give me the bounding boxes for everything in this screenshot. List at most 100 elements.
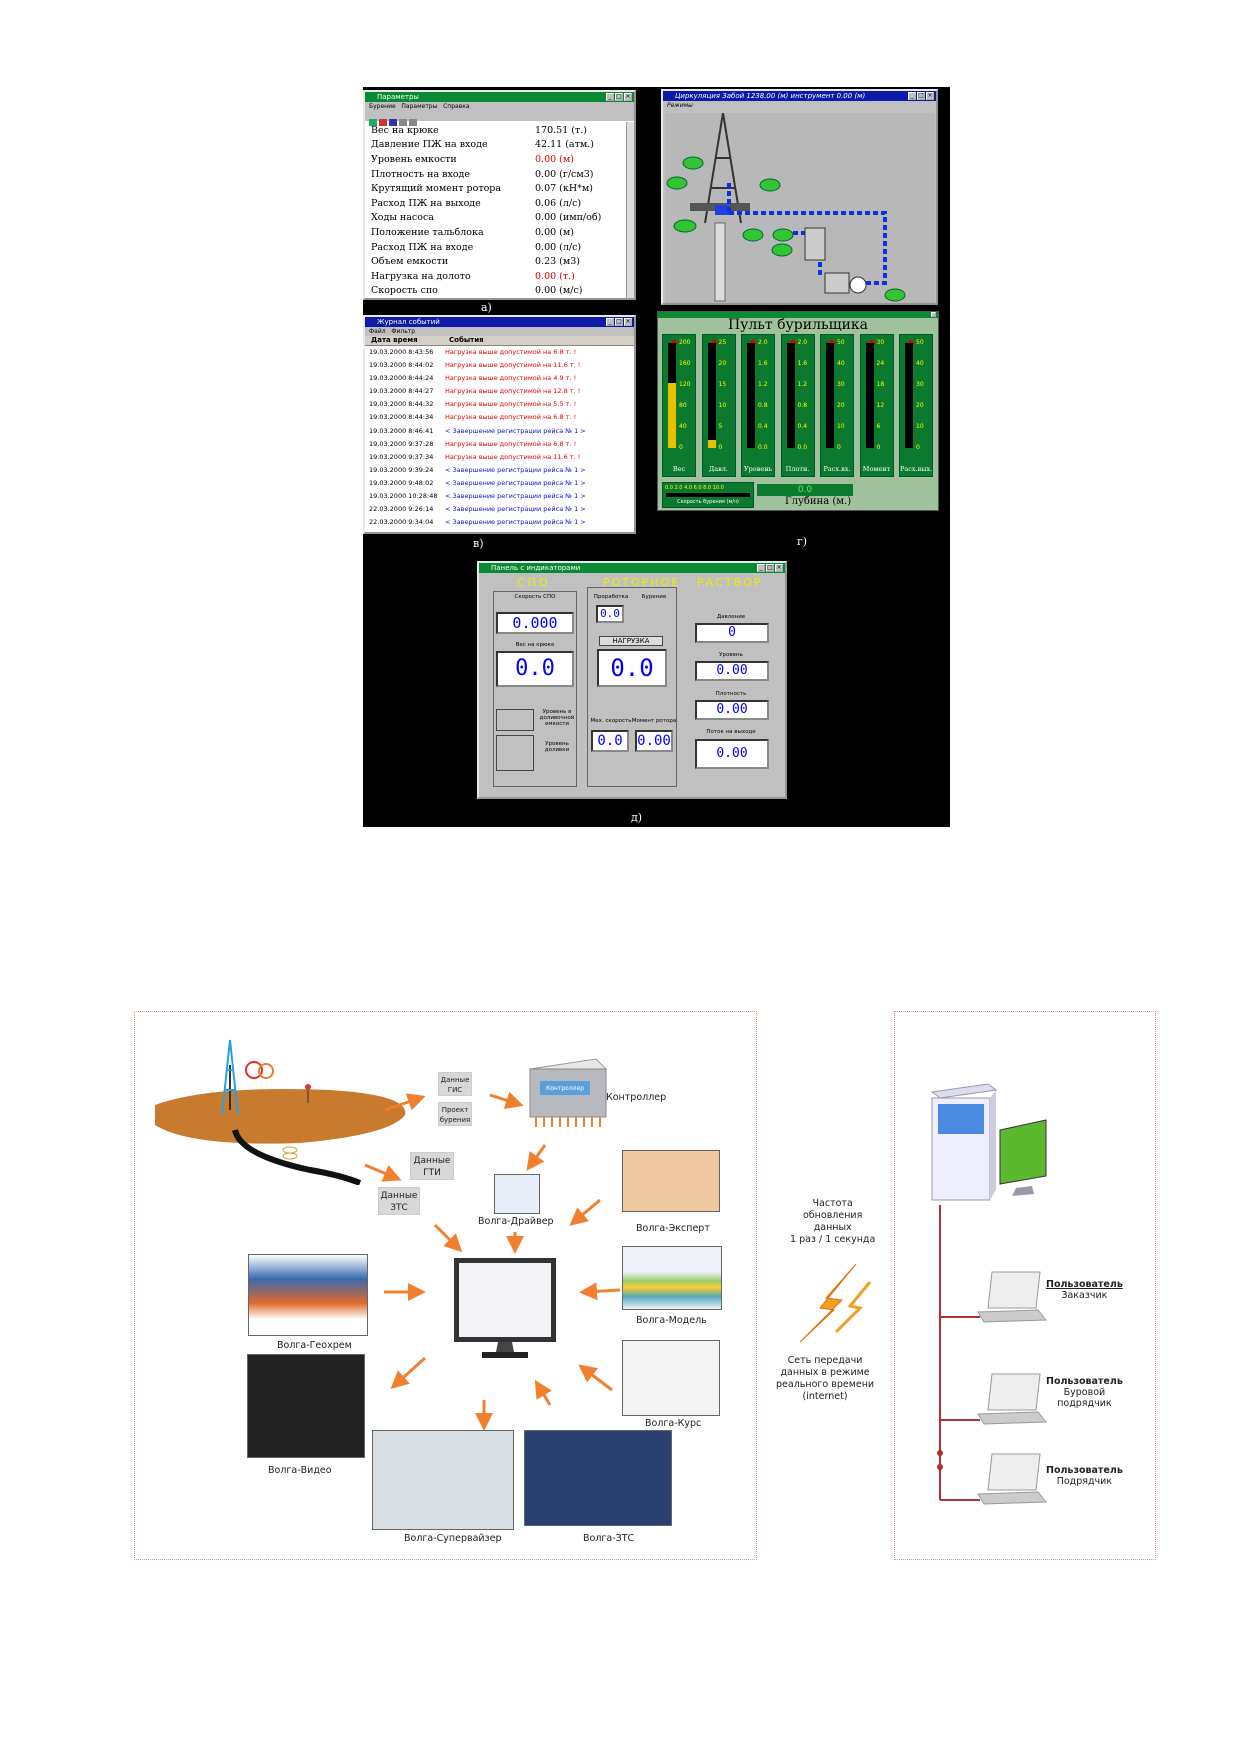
menu-help[interactable]: Справка <box>443 103 470 110</box>
tool-icon[interactable] <box>399 119 407 126</box>
close-button[interactable]: × <box>926 92 934 100</box>
controller-tag: Контроллер <box>546 1085 584 1092</box>
close-button[interactable]: × <box>775 564 783 572</box>
close-button[interactable]: × <box>624 318 632 326</box>
parameter-name: Вес на крюке <box>371 124 439 136</box>
column-event[interactable]: События <box>449 336 484 344</box>
log-datetime: 19.03.2000 8:44:02 <box>369 361 434 370</box>
log-event: Нагрузка выше допустимой на 11.6 т. ! <box>445 452 581 461</box>
menu-modes[interactable]: Режимы <box>663 101 936 110</box>
pipe-line <box>729 211 887 285</box>
menu-parameters[interactable]: Параметры <box>401 103 438 110</box>
drilling-project-box: Проект бурения <box>438 1102 472 1126</box>
close-button[interactable]: × <box>624 93 632 101</box>
gauge-fill <box>707 439 716 448</box>
screenshot-panel: Параметры _□× Бурение Параметры Справка … <box>363 87 950 827</box>
log-row[interactable]: 19.03.2000 9:48:02< Завершение регистрац… <box>365 477 634 490</box>
speed-scale: 0.0 2.0 4.0 6.0 8.0 10.0 <box>665 485 724 491</box>
volga-kurs-label: Волга-Курс <box>645 1418 702 1429</box>
arrow <box>364 1163 402 1182</box>
density-label: Плотность <box>715 691 747 697</box>
gauge-scale <box>786 343 795 448</box>
parameter-value: 0.00 (имп/об) <box>535 212 602 224</box>
maximize-button[interactable]: □ <box>917 92 925 100</box>
column-date[interactable]: Дата время <box>371 336 418 344</box>
scrollbar[interactable] <box>626 122 634 298</box>
level-label: Уровень <box>719 652 743 658</box>
minimize-button[interactable]: _ <box>757 564 765 572</box>
gauge-label: Расх.вх. <box>823 465 851 473</box>
net-line: данных в режиме <box>780 1367 870 1378</box>
log-row[interactable]: 22.03.2000 9:34:04< Завершение регистрац… <box>365 516 634 529</box>
menu-file[interactable]: Файл <box>369 328 386 335</box>
volga-geochem-label: Волга-Геохрем <box>277 1340 352 1351</box>
gauge-tick: 40 <box>837 360 845 367</box>
window-title: Циркуляция Забой 1238.00 (м) инструмент … <box>675 92 866 100</box>
maximize-button[interactable]: □ <box>615 93 623 101</box>
oilfield-illustration <box>155 1039 406 1185</box>
menu-filter[interactable]: Фильтр <box>391 328 416 335</box>
parameter-name: Положение тальблока <box>371 226 484 238</box>
log-event: Нагрузка выше допустимой на 6.8 т. ! <box>445 348 577 356</box>
volga-supervisor-label: Волга-Супервайзер <box>404 1533 502 1544</box>
drilling-label[interactable]: Бурение <box>641 594 667 600</box>
driller-titlebar <box>658 312 938 318</box>
update-frequency-text: Частота обновления данных 1 раз / 1 секу… <box>790 1198 875 1246</box>
log-row[interactable]: 22.03.2000 9:26:14< Завершение регистрац… <box>365 503 634 516</box>
toolbar <box>365 111 634 126</box>
spo-speed-indicator: 0.000 <box>496 612 574 634</box>
parameters-titlebar: Параметры _□× <box>365 92 634 102</box>
tool-icon[interactable] <box>389 119 397 126</box>
parameter-value: 0.23 (м3) <box>535 256 581 268</box>
maximize-button[interactable]: □ <box>766 564 774 572</box>
minimize-button[interactable]: _ <box>606 318 614 326</box>
caption-e: д) <box>631 811 643 824</box>
parameter-name: Уровень емкости <box>371 153 457 165</box>
maximize-button[interactable]: □ <box>615 318 623 326</box>
gauge-scale <box>668 343 676 448</box>
user-role: Подрядчик <box>1056 1476 1113 1487</box>
gauge-tick: 50 <box>837 339 845 346</box>
log-row[interactable]: 19.03.2000 8:46:41< Завершение регистрац… <box>365 425 634 438</box>
parameter-name: Нагрузка на долото <box>371 270 471 282</box>
tool-icon[interactable] <box>409 119 417 126</box>
parameter-value: 42.11 (атм.) <box>535 139 594 151</box>
gauge-tick: 20 <box>837 402 845 409</box>
tool-icon[interactable] <box>379 119 387 126</box>
close-button[interactable] <box>931 312 936 317</box>
controller-label: Контроллер <box>606 1092 667 1103</box>
controller-icon <box>528 1058 608 1127</box>
log-datetime: 22.03.2000 9:26:14 <box>369 505 434 514</box>
pump <box>824 272 850 294</box>
gauge-tick: 20 <box>916 402 924 409</box>
arrows-layer <box>364 1091 621 1431</box>
level-box <box>496 709 534 731</box>
rotor-moment-label: Момент ротора <box>631 718 677 724</box>
tool-icon[interactable] <box>369 119 377 126</box>
parameter-value: 0.07 (кН*м) <box>535 183 593 195</box>
log-row[interactable]: 19.03.2000 9:39:24< Завершение регистрац… <box>365 464 634 477</box>
minimize-button[interactable]: _ <box>908 92 916 100</box>
menu-drilling[interactable]: Бурение <box>369 103 396 110</box>
lightning-icon <box>799 1263 872 1343</box>
log-row[interactable]: 19.03.2000 10:28:48< Завершение регистра… <box>365 490 634 503</box>
volga-kurs-screenshot <box>622 1340 720 1416</box>
parameter-name: Скорость спо <box>371 285 438 297</box>
log-datetime: 19.03.2000 8:44:24 <box>369 374 434 383</box>
volga-zts-screenshot <box>524 1430 672 1526</box>
log-event: Нагрузка выше допустимой на 5.5 т. ! <box>445 400 577 409</box>
minimize-button[interactable]: _ <box>606 93 614 101</box>
